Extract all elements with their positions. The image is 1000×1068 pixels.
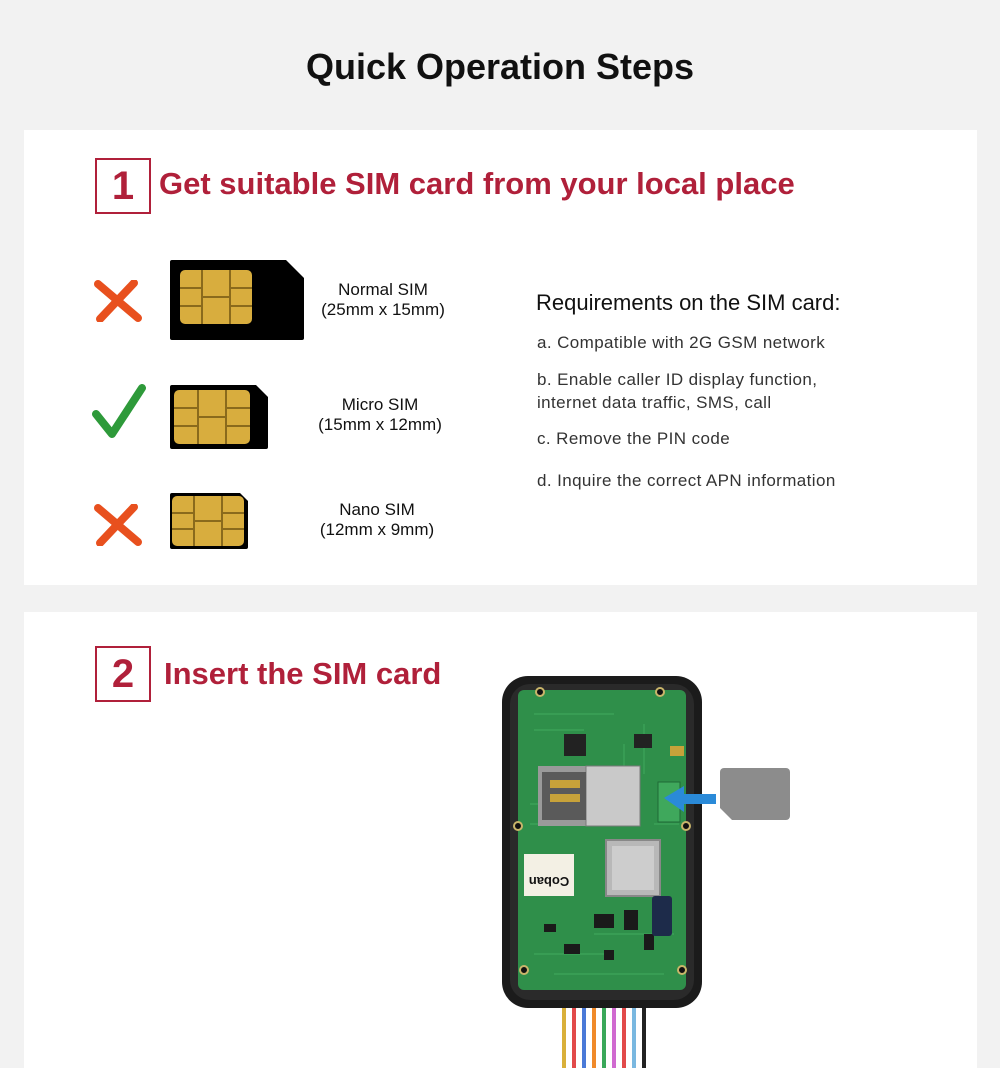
- nano-sim-label: Nano SIM (12mm x 9mm): [297, 500, 457, 540]
- step-2-number: 2: [95, 646, 151, 702]
- step-2-title: Insert the SIM card: [164, 656, 442, 691]
- requirement-item: d. Inquire the correct APN information: [537, 471, 836, 490]
- step-1-number: 1: [95, 158, 151, 214]
- sim-size: (15mm x 12mm): [318, 415, 442, 434]
- sim-name: Nano SIM: [339, 500, 415, 519]
- sim-name: Normal SIM: [338, 280, 428, 299]
- cross-icon: [94, 504, 142, 546]
- sim-size: (12mm x 9mm): [319, 520, 435, 539]
- sim-size: (25mm x 15mm): [321, 300, 445, 319]
- check-icon: [92, 384, 146, 438]
- normal-sim-card-image: [170, 260, 304, 340]
- requirements-title: Requirements on the SIM card:: [536, 290, 841, 315]
- gps-tracker-device-image: Coban: [502, 676, 790, 1068]
- nano-sim-card-image: [170, 493, 248, 549]
- page-title: Quick Operation Steps: [305, 46, 695, 87]
- sim-name: Micro SIM: [341, 395, 419, 414]
- normal-sim-label: Normal SIM (25mm x 15mm): [303, 280, 463, 320]
- cross-icon: [94, 280, 142, 322]
- requirement-item: b. Enable caller ID display function, in…: [537, 370, 818, 412]
- micro-sim-card-image: [170, 385, 268, 449]
- requirement-item: a. Compatible with 2G GSM network: [537, 333, 826, 352]
- insert-arrow-icon: [664, 786, 716, 812]
- step-2-panel: 2 Insert the SIM card: [24, 612, 977, 1068]
- step-1-title: Get suitable SIM card from your local pl…: [159, 166, 795, 201]
- step-1-panel: 1 Get suitable SIM card from your local …: [24, 130, 977, 585]
- requirement-item: c. Remove the PIN code: [537, 429, 731, 448]
- device-brand-label: Coban: [529, 874, 570, 889]
- micro-sim-label: Micro SIM (15mm x 12mm): [300, 395, 460, 435]
